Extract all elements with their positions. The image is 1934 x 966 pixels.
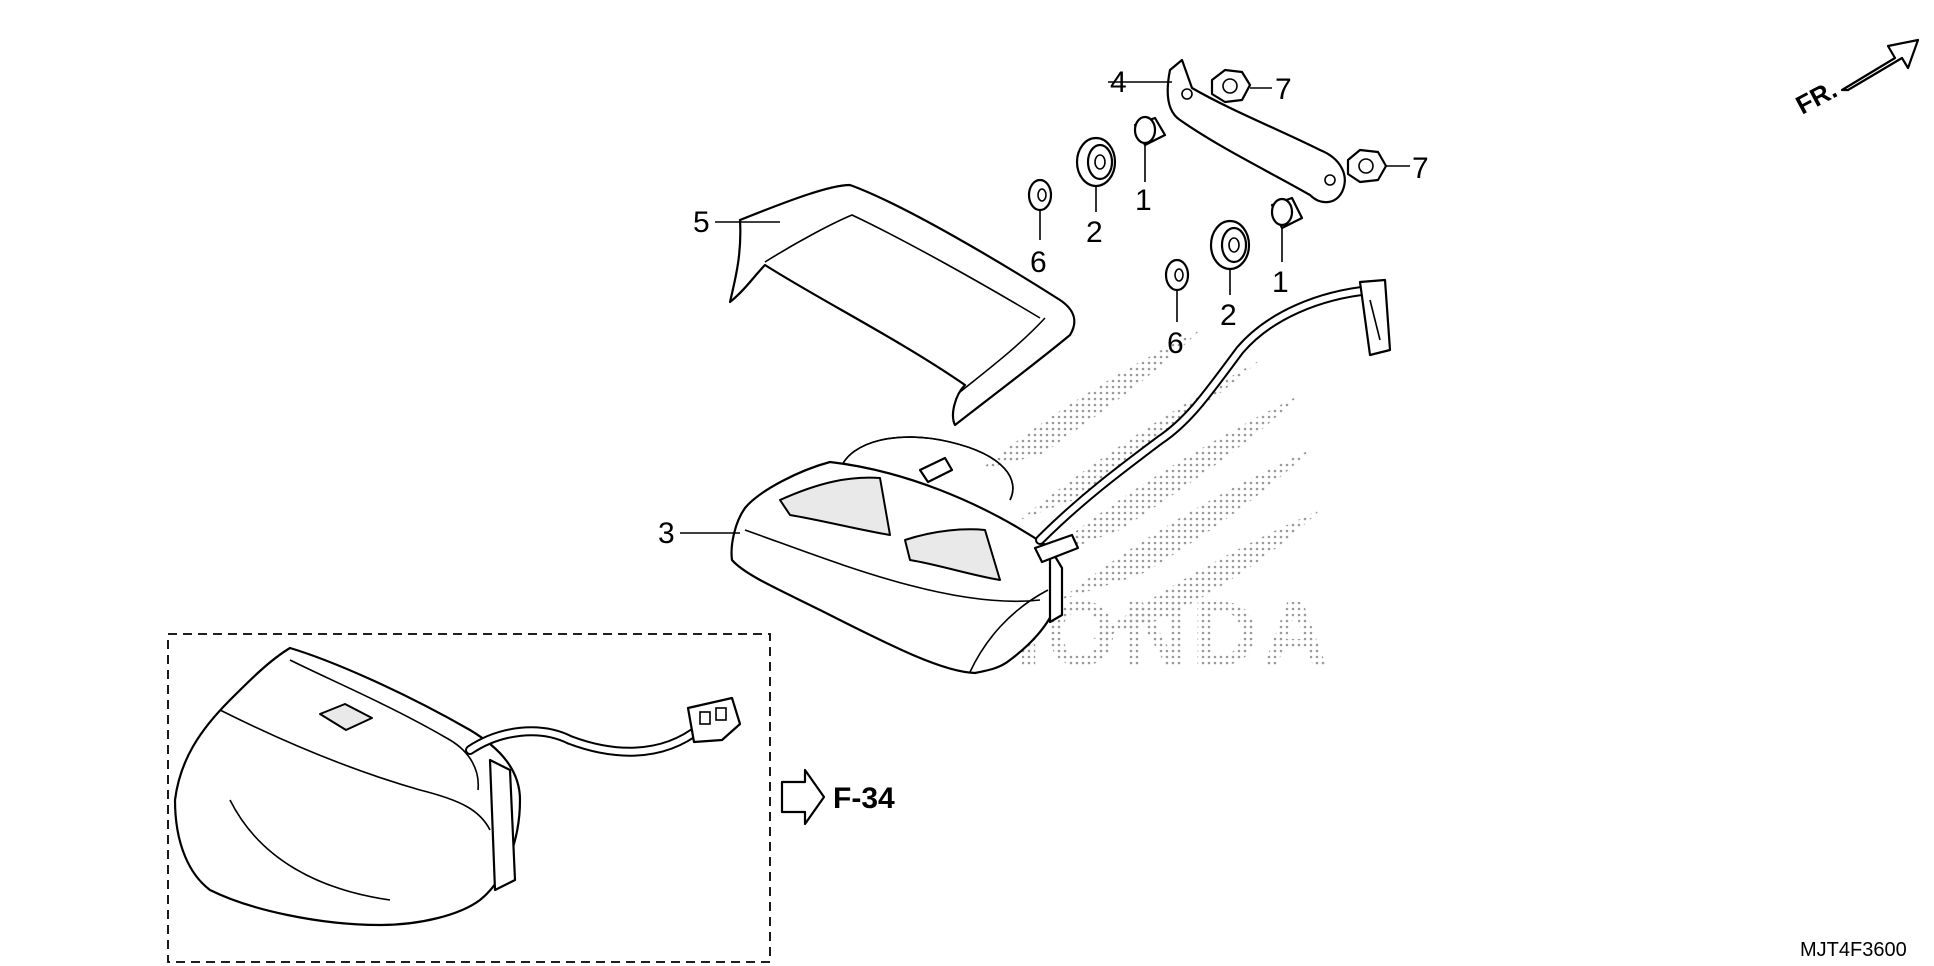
washer-part-6-upper xyxy=(1027,178,1053,212)
callout-1-lower: 1 xyxy=(1272,266,1289,299)
diagram-code: MJT4F3600 xyxy=(1800,939,1907,961)
callout-1-upper: 1 xyxy=(1135,184,1152,217)
tail-light-part-3 xyxy=(730,436,1080,675)
callout-5: 5 xyxy=(693,206,710,239)
grommet-part-2-lower xyxy=(1209,219,1251,271)
callout-7-upper: 7 xyxy=(1275,73,1292,106)
front-direction-arrow xyxy=(1840,38,1920,92)
callout-6-lower: 6 xyxy=(1167,327,1184,360)
callout-2-upper: 2 xyxy=(1086,216,1103,249)
tail-light-harness xyxy=(1035,278,1392,545)
reference-arrow-icon xyxy=(780,768,826,826)
callout-6-upper: 6 xyxy=(1030,246,1047,279)
mounting-bracket-part-4 xyxy=(1166,58,1346,204)
collar-part-1-lower xyxy=(1270,196,1304,230)
grommet-part-2-upper xyxy=(1075,136,1117,188)
reference-label: F-34 xyxy=(833,782,895,815)
callout-4: 4 xyxy=(1110,66,1127,99)
callout-2-lower: 2 xyxy=(1220,299,1237,332)
alternate-assembly-box xyxy=(167,633,771,963)
washer-part-6-lower xyxy=(1164,258,1190,292)
nut-part-7-lower xyxy=(1346,148,1388,184)
callout-7-lower: 7 xyxy=(1412,152,1429,185)
nut-part-7-upper xyxy=(1210,68,1252,104)
collar-part-1-upper xyxy=(1133,115,1167,147)
callout-3: 3 xyxy=(658,517,675,550)
leader-lines xyxy=(680,81,1410,534)
tail-cover-part-5 xyxy=(728,183,1076,427)
front-direction-label: FR. xyxy=(1791,74,1842,120)
